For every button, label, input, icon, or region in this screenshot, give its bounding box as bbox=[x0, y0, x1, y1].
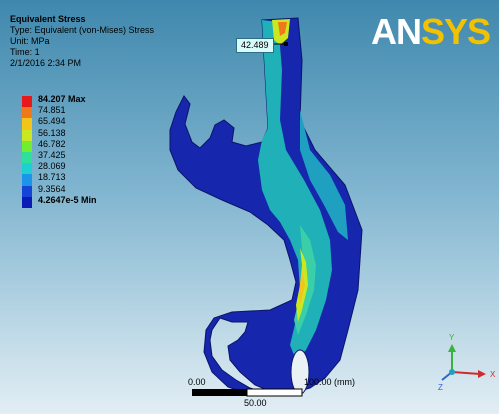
scale-start-label: 0.00 bbox=[188, 377, 206, 387]
y-axis-arrow bbox=[448, 344, 456, 352]
probe-label[interactable]: 42.489 bbox=[236, 38, 274, 53]
stress-zone-peak bbox=[299, 270, 305, 305]
scale-ruler: 0.00 100.00 (mm) 50.00 bbox=[180, 373, 420, 413]
scale-segment-white bbox=[246, 388, 303, 397]
legend-swatch bbox=[22, 196, 32, 208]
legend-label: 84.207 Max bbox=[38, 94, 86, 104]
legend-label: 18.713 bbox=[38, 172, 66, 183]
result-title: Equivalent Stress bbox=[10, 14, 86, 24]
legend-label: 37.425 bbox=[38, 149, 66, 160]
legend-swatch bbox=[22, 129, 32, 141]
scale-bar bbox=[192, 388, 303, 397]
x-axis-label: X bbox=[490, 370, 496, 379]
legend-label: 4.2647e-5 Min bbox=[38, 194, 97, 205]
x-axis-arrow bbox=[478, 370, 486, 378]
legend-label: 74.851 bbox=[38, 105, 66, 116]
stress-zone-top-orange bbox=[278, 22, 287, 36]
legend-swatch bbox=[22, 174, 32, 186]
result-time: Time: 1 bbox=[10, 47, 40, 57]
legend-label: 9.3564 bbox=[38, 183, 66, 194]
legend-swatch bbox=[22, 140, 32, 152]
scale-end-label: 100.00 (mm) bbox=[304, 377, 356, 387]
legend-swatch bbox=[22, 185, 32, 197]
result-unit: Unit: MPa bbox=[10, 36, 50, 46]
probe-marker bbox=[284, 42, 288, 46]
scale-mid-label: 50.00 bbox=[244, 398, 267, 408]
z-axis-label: Z bbox=[438, 383, 443, 392]
legend-swatch bbox=[22, 163, 32, 175]
result-type: Type: Equivalent (von-Mises) Stress bbox=[10, 25, 155, 35]
legend-label: 56.138 bbox=[38, 127, 66, 138]
x-axis-line bbox=[451, 371, 481, 375]
axis-triad[interactable]: Y X Z bbox=[430, 330, 499, 400]
legend-swatch bbox=[22, 107, 32, 119]
y-axis-label: Y bbox=[449, 333, 455, 342]
triad-origin bbox=[449, 369, 455, 375]
legend-swatch bbox=[22, 151, 32, 164]
legend-swatch bbox=[22, 118, 32, 130]
triad-icon: Y X Z bbox=[438, 333, 496, 392]
result-info: Equivalent Stress Type: Equivalent (von-… bbox=[10, 14, 154, 69]
scale-segment-black bbox=[192, 389, 247, 396]
result-date: 2/1/2016 2:34 PM bbox=[10, 58, 82, 68]
ansys-logo: ANSYS bbox=[371, 11, 491, 52]
stress-zone-teal-2 bbox=[300, 110, 348, 240]
logo-text-an: AN bbox=[371, 11, 422, 52]
legend-label: 46.782 bbox=[38, 138, 66, 149]
legend-label: 28.069 bbox=[38, 161, 66, 172]
legend-label: 65.494 bbox=[38, 116, 66, 127]
logo-text-sys: SYS bbox=[421, 11, 491, 52]
legend-swatch bbox=[22, 96, 32, 108]
